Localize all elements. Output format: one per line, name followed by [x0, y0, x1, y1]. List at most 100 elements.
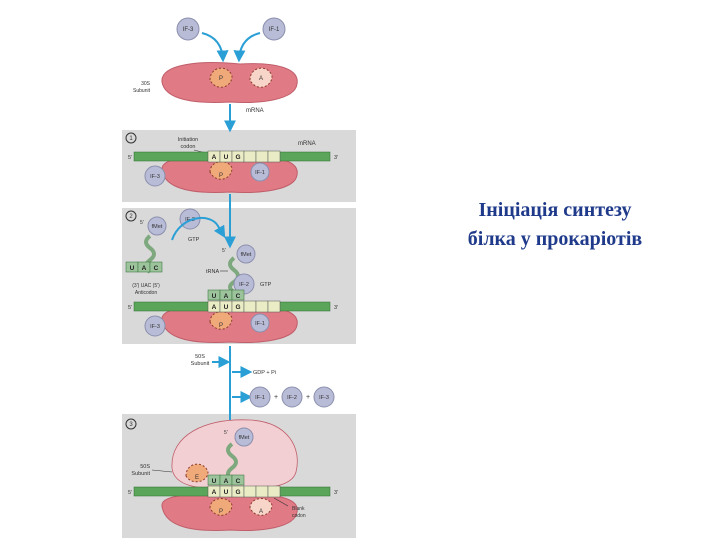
- released-if2-label: IF-2: [287, 395, 297, 401]
- subunit-30s-label: 30S: [141, 81, 151, 87]
- released-if3-label: IF-3: [319, 395, 329, 401]
- mrna-label-top: mRNA: [246, 108, 264, 114]
- p-site-step3: [209, 498, 233, 516]
- step3-codon-g: G: [235, 489, 240, 496]
- if3-factor: [176, 17, 200, 41]
- anticodon-box-3: [149, 261, 163, 273]
- fmet-circle-step3: [234, 427, 254, 447]
- step3-number-circle: [125, 418, 137, 430]
- fmet-label: fMet: [152, 224, 163, 230]
- plus-sign-1: +: [274, 394, 278, 401]
- step3-anticodon-u: U: [212, 478, 217, 485]
- a-site-label: A: [259, 76, 263, 82]
- step2-mrna-3-prime: 3': [334, 305, 338, 311]
- step2-number: 2: [129, 214, 133, 220]
- step2-codon-box-6: [267, 300, 281, 313]
- if1-arrow: [233, 32, 261, 63]
- bound-anticodon-c: C: [236, 293, 241, 300]
- gdp-pi-label: GDP + Pi: [253, 370, 276, 376]
- codon-g: G: [235, 154, 240, 161]
- step2-codon-a: A: [212, 304, 217, 311]
- step1-number: 1: [129, 136, 133, 142]
- step2-codon-g: G: [235, 304, 240, 311]
- if2-label-bound: IF-2: [239, 282, 249, 288]
- if1-label-step1: IF-1: [255, 170, 265, 176]
- step3-codon-a: A: [212, 489, 217, 496]
- step3-codon-box-5: [255, 485, 269, 498]
- trna-label: tRNA: [206, 269, 219, 275]
- anticodon-label: (3') UAC (5'): [132, 283, 160, 289]
- if3-label-step2: IF-3: [150, 324, 160, 330]
- if1-factor: [262, 17, 286, 41]
- mrna-label-step1: mRNA: [298, 141, 316, 147]
- step3-mrna-5-prime: 5': [128, 490, 132, 496]
- bound-anticodon-a: A: [224, 293, 229, 300]
- if3-arrow: [201, 32, 229, 63]
- released-if2: [281, 386, 303, 408]
- initiation-diagram: IF-3 IF-1 P A 30S Subunit mRNA 1 Initiat…: [122, 17, 356, 538]
- step2: 2 fMet 5' IF-2 GTP U A C (3') UAC (5') A…: [125, 208, 338, 433]
- fmet-label-bound: fMet: [241, 252, 252, 258]
- anticodon-a: A: [142, 265, 147, 272]
- step3-50s-label-2: Subunit: [131, 471, 150, 477]
- p-site-label-step2: P: [219, 323, 223, 329]
- released-if3: [313, 386, 335, 408]
- subunit-30s-label-2: Subunit: [133, 88, 151, 94]
- bound-anticodon-box-3: [231, 289, 245, 301]
- mrna-5-prime: 5': [128, 155, 132, 161]
- plus-sign-2: +: [306, 394, 310, 401]
- step2-codon-box-5: [255, 300, 269, 313]
- step2-codon-u: U: [224, 304, 229, 311]
- gtp-label-bound: GTP: [260, 282, 272, 288]
- codon-a: A: [212, 154, 217, 161]
- p-site-step2: [209, 311, 233, 330]
- if2-binding-arrow: [171, 217, 226, 241]
- codon-box-5: [255, 150, 269, 163]
- step3-anticodon-a: A: [224, 478, 229, 485]
- fmet-label-step3: fMet: [239, 435, 250, 441]
- step3-anticodon-c: C: [236, 478, 241, 485]
- step3-codon-box-4: [243, 485, 257, 498]
- e-site: [185, 463, 209, 483]
- if1-factor-step2: [250, 313, 270, 333]
- fmet-circle: [147, 216, 167, 236]
- step3-50s-label: 50S: [140, 464, 150, 470]
- anticodon-label-2: Anticodon: [135, 290, 157, 296]
- bound-trna-5-prime: 5': [222, 248, 226, 254]
- if1-factor-step1: [250, 162, 270, 182]
- step2-mrna-5-prime: 5': [128, 305, 132, 311]
- step1-number-circle: [125, 132, 137, 144]
- step3-trna-5-prime: 5': [224, 430, 228, 436]
- subunit-50s-label: 50S: [195, 354, 205, 360]
- mrna-3-prime: 3': [334, 155, 338, 161]
- e-site-label: E: [195, 475, 199, 481]
- released-if1-label: IF-1: [255, 395, 265, 401]
- codon-u: U: [224, 154, 229, 161]
- step3-codon-u: U: [224, 489, 229, 496]
- if3-label: IF-3: [183, 27, 194, 33]
- step2-number-circle: [125, 210, 137, 222]
- step3-number: 3: [129, 422, 133, 428]
- initiation-codon-label: Initiation: [178, 137, 199, 143]
- p-site-label-step1: P: [219, 173, 223, 179]
- bound-anticodon-u: U: [212, 293, 217, 300]
- step1: 1 Initiation codon mRNA A U G 5' 3' IF-3…: [125, 132, 338, 249]
- codon-box-6: [267, 150, 281, 163]
- step2-codon-box-4: [243, 300, 257, 313]
- if3-label-step1: IF-3: [150, 174, 160, 180]
- p-site-label-step3: P: [219, 509, 223, 515]
- a-site: [249, 67, 273, 88]
- slide-title: Ініціація синтезу білка у прокаріотів: [430, 196, 680, 254]
- initiation-codon-label-2: codon: [181, 144, 196, 150]
- anticodon-c: C: [154, 265, 159, 272]
- subunit-50s-label-2: Subunit: [191, 361, 210, 367]
- released-if1: [249, 386, 271, 408]
- blank-codon-label-2: codon: [292, 513, 306, 519]
- step3: 3 fMet 5' 50S Subunit E U A C A U G 5' 3…: [125, 418, 338, 531]
- step3-mrna-3-prime: 3': [334, 490, 338, 496]
- a-site-step3: [249, 498, 273, 516]
- step3-trna-body: [226, 442, 238, 482]
- fmet-circle-bound: [236, 244, 256, 264]
- step3-anticodon-box-3: [231, 474, 245, 486]
- codon-box-4: [243, 150, 257, 163]
